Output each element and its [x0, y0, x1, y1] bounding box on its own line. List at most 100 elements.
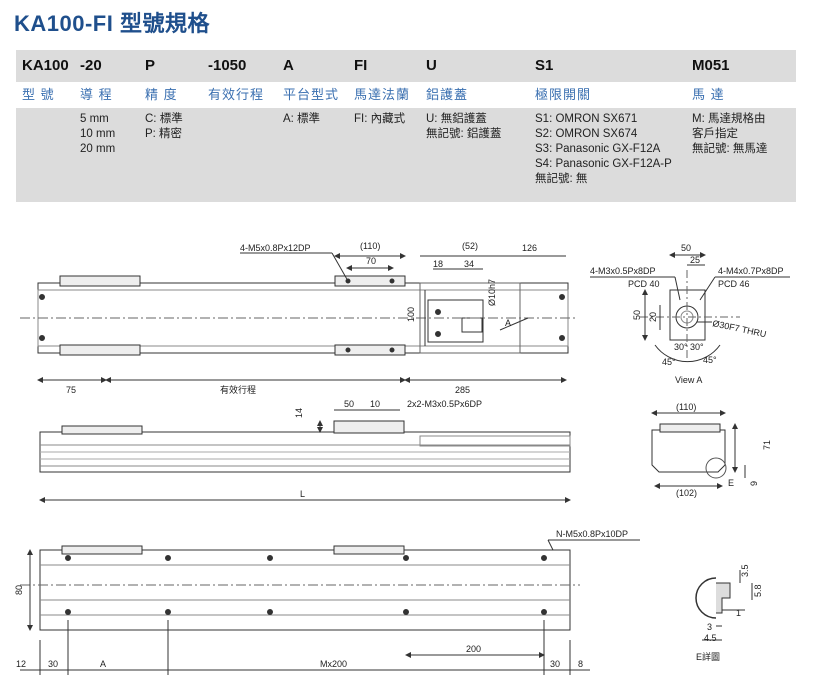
top-view-carriage-top [334, 275, 406, 287]
dim-label: 8 [578, 659, 583, 669]
mount-hole [165, 609, 171, 615]
mount-hole [389, 278, 395, 284]
bottom-view-cover [61, 545, 143, 555]
page-title: KA100-FI 型號規格 [14, 11, 210, 36]
spec-name-cell: 馬達法蘭 [354, 87, 411, 102]
spec-code-cell: FI [348, 50, 420, 82]
spec-name-row: 型 號 導 程 精 度 有效行程 平台型式 馬達法蘭 鋁護蓋 極限開關 馬 達 [16, 82, 796, 108]
pcd-label: PCD 40 [628, 279, 660, 289]
spec-code-cell: -20 [74, 50, 139, 82]
option-line: 20 mm [80, 143, 116, 155]
dim-label: 18 [433, 259, 443, 269]
side-view-cover [61, 425, 143, 435]
spec-name-cell: 有效行程 [208, 87, 265, 102]
option-line: 5 mm [80, 113, 109, 125]
leader-line [674, 276, 681, 301]
dim-label: 9 [749, 481, 759, 486]
option-line: P: 精密 [145, 128, 183, 140]
mount-hole [39, 294, 45, 300]
dim-label: 4.5 [704, 633, 717, 643]
option-line: S2: OMRON SX674 [535, 128, 638, 140]
mount-hole [345, 347, 351, 353]
spec-option-cell: S1: OMRON SX671 S2: OMRON SX674 S3: Pana… [529, 108, 686, 202]
spec-option-cell [16, 108, 74, 202]
spec-code-cell: -1050 [202, 50, 277, 82]
option-line: 無記號: 無馬達 [692, 143, 768, 155]
option-line: U: 無鋁護蓋 [426, 113, 487, 125]
detail-arc [695, 577, 717, 619]
option-line: S1: OMRON SX671 [535, 113, 638, 125]
dim-label: 50 [632, 310, 642, 320]
detail-profile [716, 582, 731, 614]
end-view [651, 410, 746, 489]
dim-label: 75 [66, 385, 76, 395]
dim-label: (102) [676, 488, 697, 498]
option-line: A: 標準 [283, 113, 321, 125]
top-view-carriage-bottom [334, 344, 406, 356]
bottom-view [20, 539, 640, 675]
detail-e-labels: 3.5 5.8 1 3 4.5 E詳圖 [696, 564, 763, 662]
spec-name-cell: 馬 達 [692, 87, 725, 102]
option-line: C: 標準 [145, 113, 183, 125]
end-view-body [651, 429, 726, 473]
dim-label: 50 [344, 399, 354, 409]
bottom-view-body [39, 549, 571, 631]
dim-label: A [100, 659, 106, 669]
mount-hole [559, 335, 565, 341]
dim-label: Ø10h7 [487, 279, 497, 306]
view-a-frame [669, 289, 706, 341]
mount-hole [435, 331, 441, 337]
option-line: S3: Panasonic GX-F12A [535, 143, 661, 155]
hole-note: 4-M5x0.8Px12DP [240, 243, 311, 253]
spec-code-cell: KA100 [16, 50, 74, 82]
side-view-carriage [333, 420, 405, 434]
spec-name-cell: 鋁護蓋 [426, 87, 469, 102]
arrow-label: A [505, 318, 511, 328]
angle-label: 30° [690, 342, 704, 352]
mount-hole [267, 555, 273, 561]
spec-option-row: 5 mm 10 mm 20 mm C: 標準 P: 精密 A: 標準 FI: 內… [16, 108, 796, 202]
spec-code-cell: S1 [529, 50, 686, 82]
dim-label: 126 [522, 243, 537, 253]
dim-label: (52) [462, 241, 478, 251]
angle-arc [654, 344, 721, 363]
spec-name-cell: 極限開關 [535, 87, 592, 102]
bottom-view-carriage [333, 545, 405, 555]
spec-option-cell [202, 108, 277, 202]
spec-code-cell: A [277, 50, 348, 82]
spec-option-cell: FI: 內藏式 [348, 108, 420, 202]
top-view [20, 252, 575, 383]
pcd-label: PCD 46 [718, 279, 750, 289]
spec-code-cell: P [139, 50, 202, 82]
top-view-labels: 4-M5x0.8Px12DP (110) 70 (52) 126 18 34 1… [66, 241, 537, 395]
coupling-slot [461, 317, 483, 333]
side-view [39, 409, 571, 503]
dim-label: L [300, 489, 305, 499]
mount-hole [65, 609, 71, 615]
top-view-cover-left [59, 275, 141, 287]
leader-line [699, 276, 716, 301]
mount-hole [541, 609, 547, 615]
hole-note: 2x2-M3x0.5Px6DP [407, 399, 482, 409]
mount-hole [403, 555, 409, 561]
top-view-cover-right [59, 344, 141, 356]
option-line: 10 mm [80, 128, 116, 140]
angle-label: 45° [662, 357, 676, 367]
spec-name-cell: 平台型式 [283, 87, 340, 102]
spec-name-cell: 精 度 [145, 87, 178, 102]
dim-label: 80 [14, 585, 24, 595]
option-line: 無記號: 鋁護蓋 [426, 128, 502, 140]
dim-label: 有效行程 [220, 384, 256, 395]
mount-hole [541, 555, 547, 561]
option-line: 客戶指定 [692, 128, 738, 140]
mount-hole [389, 347, 395, 353]
angle-label: 45° [703, 355, 717, 365]
dim-label: 3.5 [740, 564, 750, 577]
mount-hole [559, 294, 565, 300]
leader-line [331, 252, 349, 282]
spec-code-row: KA100 -20 P -1050 A FI U S1 M051 [16, 50, 796, 82]
mount-hole [65, 555, 71, 561]
spec-option-cell: 5 mm 10 mm 20 mm [74, 108, 139, 202]
dim-label: 5.8 [753, 584, 763, 597]
